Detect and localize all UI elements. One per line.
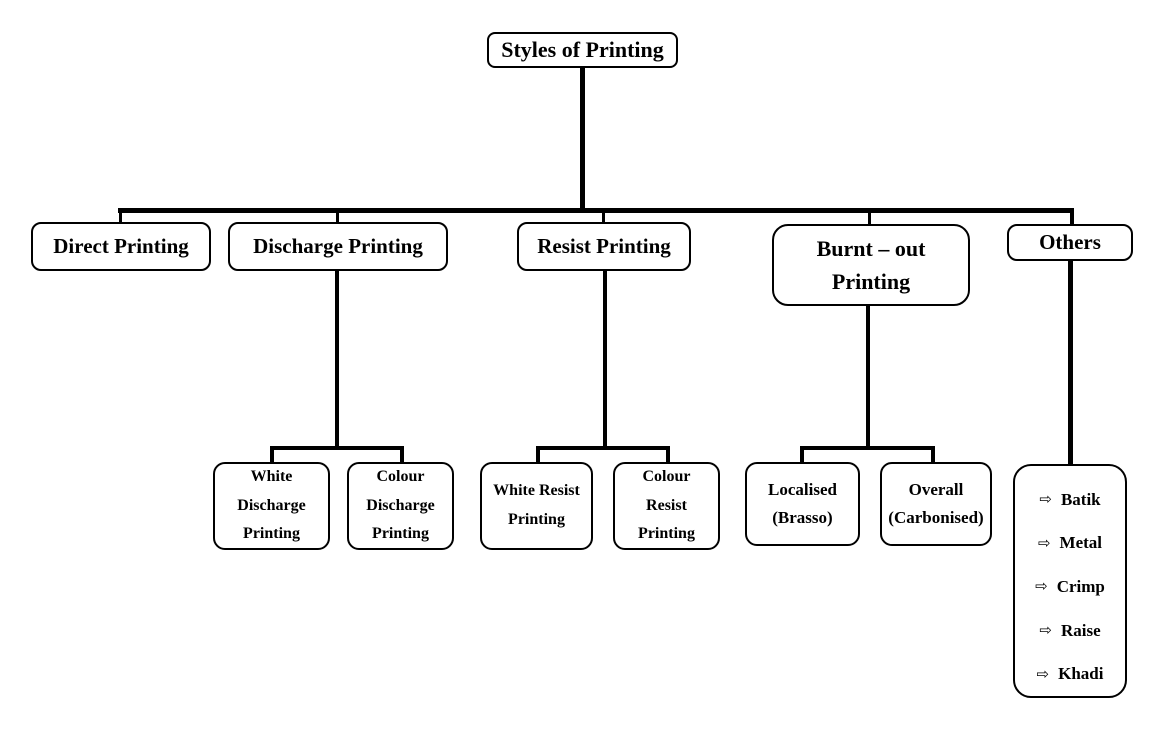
connector-rail-burnt-kids: [800, 446, 935, 450]
node-label: White Discharge Printing: [237, 467, 306, 543]
connector-tick-white-resist: [536, 446, 540, 463]
connector-stem-others: [1068, 259, 1073, 464]
connector-tick-colour-discharge: [400, 446, 404, 463]
connector-title-stem: [580, 67, 585, 210]
connector-stem-discharge: [335, 269, 339, 450]
connector-rail-discharge-kids: [270, 446, 404, 450]
connector-tick-discharge: [336, 208, 339, 223]
connector-tick-resist: [602, 208, 605, 223]
connector-rail-resist-kids: [536, 446, 670, 450]
right-arrow-icon: ⇨: [1035, 577, 1048, 596]
node-colour-discharge-printing: Colour Discharge Printing: [347, 462, 454, 550]
connector-tick-white-discharge: [270, 446, 274, 463]
node-localised-brasso: Localised (Brasso): [745, 462, 860, 546]
list-item-khadi: ⇨ Khadi: [1037, 652, 1104, 696]
node-others-list: ⇨ Batik ⇨ Metal ⇨ Crimp ⇨ Raise ⇨ Khadi: [1013, 464, 1127, 698]
list-item-raise: ⇨ Raise: [1039, 609, 1100, 653]
list-item-label: Metal: [1059, 533, 1103, 553]
connector-stem-resist: [603, 269, 607, 450]
list-item-label: Batik: [1060, 489, 1101, 509]
list-item-metal: ⇨ Metal: [1038, 522, 1102, 566]
node-colour-resist-printing: Colour Resist Printing: [613, 462, 720, 550]
node-label: Styles of Printing: [501, 37, 664, 62]
right-arrow-icon: ⇨: [1039, 621, 1052, 640]
list-item-label: Raise: [1060, 620, 1101, 640]
node-white-resist-printing: White Resist Printing: [480, 462, 593, 550]
list-item-label: Crimp: [1056, 576, 1105, 596]
right-arrow-icon: ⇨: [1037, 533, 1051, 552]
node-styles-of-printing: Styles of Printing: [487, 32, 678, 68]
node-label: Colour Resist Printing: [638, 467, 695, 543]
node-label: Direct Printing: [53, 234, 189, 258]
connector-tick-localised: [800, 446, 804, 463]
connector-tick-direct: [119, 208, 122, 223]
node-others: Others: [1007, 224, 1133, 261]
node-label: Resist Printing: [537, 234, 671, 258]
node-white-discharge-printing: White Discharge Printing: [213, 462, 330, 550]
node-burnt-out-printing: Burnt – out Printing: [772, 224, 970, 306]
connector-tick-colour-resist: [666, 446, 670, 463]
node-label: Discharge Printing: [253, 234, 423, 258]
connector-stem-burnt: [866, 304, 870, 450]
node-label: Overall (Carbonised): [888, 479, 984, 527]
list-item-batik: ⇨ Batik: [1039, 478, 1100, 522]
node-direct-printing: Direct Printing: [31, 222, 211, 271]
connector-corner-others: [1070, 208, 1074, 225]
connector-main-rail: [118, 208, 1074, 213]
connector-tick-overall: [931, 446, 935, 463]
right-arrow-icon: ⇨: [1039, 490, 1052, 509]
list-item-label: Khadi: [1058, 664, 1104, 684]
node-label: Colour Discharge Printing: [366, 467, 435, 543]
node-overall-carbonised: Overall (Carbonised): [880, 462, 992, 546]
connector-tick-burnt: [868, 208, 871, 225]
right-arrow-icon: ⇨: [1036, 664, 1050, 683]
node-label: Burnt – out Printing: [816, 236, 926, 294]
node-resist-printing: Resist Printing: [517, 222, 691, 271]
node-label: Others: [1039, 230, 1101, 254]
node-discharge-printing: Discharge Printing: [228, 222, 448, 271]
list-item-crimp: ⇨ Crimp: [1035, 565, 1105, 609]
node-label: White Resist Printing: [493, 482, 580, 528]
node-label: Localised (Brasso): [768, 479, 837, 527]
